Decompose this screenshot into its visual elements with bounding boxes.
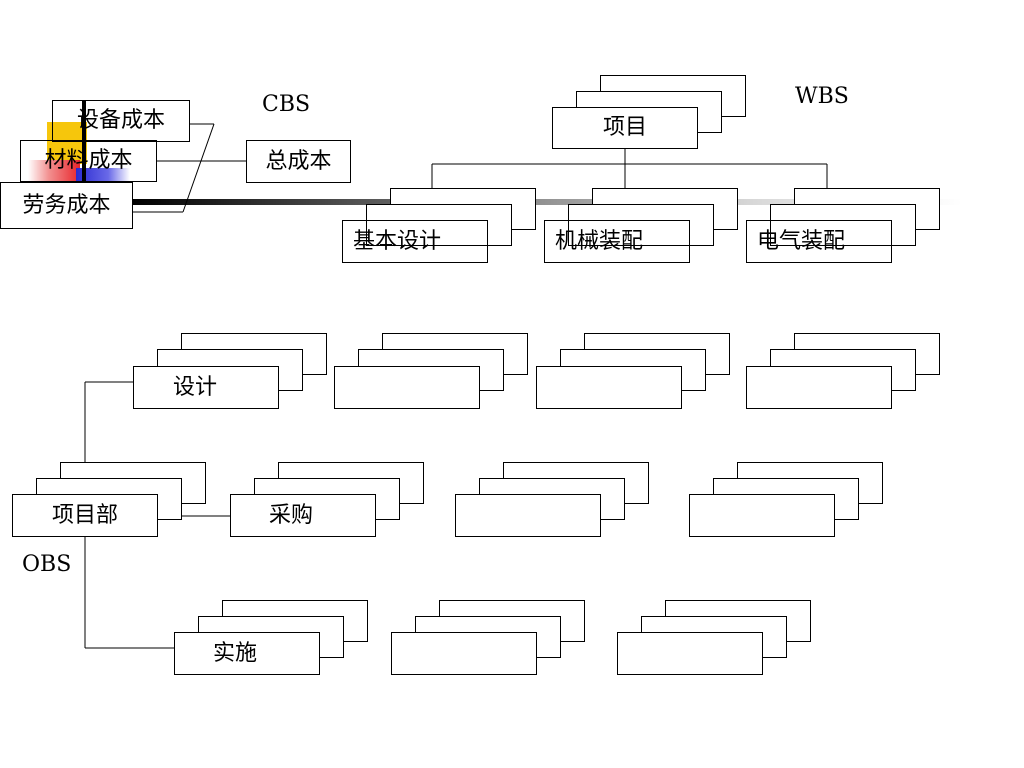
yellow-square-decoration — [47, 122, 87, 164]
design-child-3-box[interactable] — [746, 366, 892, 409]
wbs-title: WBS — [795, 84, 849, 109]
material-cost-node[interactable]: 材料成本 — [20, 140, 157, 182]
equipment-cost-node[interactable]: 设备成本 — [52, 100, 190, 142]
horizontal-gradient-bar — [132, 199, 962, 205]
procurement-child-1-box[interactable] — [455, 494, 601, 537]
implementation-child-2-box[interactable] — [617, 632, 763, 675]
design-child-2-box[interactable] — [536, 366, 682, 409]
procurement-child-2-box[interactable] — [689, 494, 835, 537]
obs-title: OBS — [22, 552, 72, 577]
project-node[interactable]: 项目 — [552, 107, 698, 149]
cbs-title: CBS — [262, 92, 311, 117]
basic-design-node[interactable]: 基本设计 — [342, 220, 488, 263]
electrical-assembly-node[interactable]: 电气装配 — [746, 220, 892, 263]
project-dept-node[interactable]: 项目部 — [12, 494, 158, 537]
vertical-black-bar — [82, 101, 86, 211]
implementation-child-1-box[interactable] — [391, 632, 537, 675]
total-cost-node[interactable]: 总成本 — [246, 140, 351, 183]
red-square-decoration — [28, 160, 80, 184]
labor-cost-node[interactable]: 劳务成本 — [0, 182, 133, 229]
implementation-node[interactable]: 实施 — [174, 632, 320, 675]
mechanical-assembly-node[interactable]: 机械装配 — [544, 220, 690, 263]
design-node[interactable]: 设计 — [133, 366, 279, 409]
procurement-node[interactable]: 采购 — [230, 494, 376, 537]
design-child-1-box[interactable] — [334, 366, 480, 409]
